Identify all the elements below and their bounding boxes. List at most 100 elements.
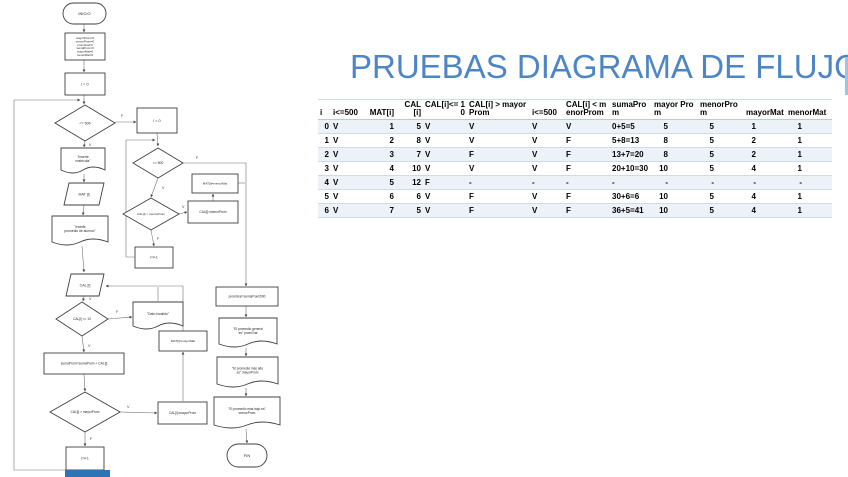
table-cell: 4 — [324, 177, 329, 187]
table-cell: 5 — [709, 163, 714, 173]
flow-edge — [150, 177, 159, 198]
flow-edge — [150, 229, 155, 247]
table-cell: V — [333, 205, 339, 215]
table-cell: - — [566, 177, 569, 187]
flow-node-doc-prom-bajo: "El promedio más bajo es"menorProm — [213, 396, 281, 429]
flow-node-inc-i-1: i=i+1 — [65, 446, 105, 471]
flow-node-label: i=i+1 — [81, 457, 89, 461]
table-cell: 7 — [389, 205, 394, 215]
flow-node-label: MAT[i]=mayorMat — [171, 339, 195, 343]
table-cell: 8 — [416, 135, 421, 145]
flow-edge — [178, 211, 188, 215]
table-cell: V — [425, 121, 431, 131]
flow-branch-label: V — [162, 186, 165, 190]
flow-branch-label: V — [182, 205, 185, 209]
flow-edge — [81, 335, 86, 353]
flow-node-set-i-0: i = 0 — [64, 72, 106, 96]
table-cell: V — [469, 163, 475, 173]
flow-branch-label: V — [88, 344, 91, 348]
table-cell: 5 — [709, 149, 714, 159]
table-cell: 4 — [751, 163, 756, 173]
table-cell: 10 — [659, 205, 668, 215]
table-cell: 4 — [751, 205, 756, 215]
table-header-cell: mayor Prom — [654, 100, 694, 118]
flow-node-doc-dato-invalido: "Dato invalido" — [132, 301, 184, 330]
table-cell: 2 — [751, 149, 756, 159]
table-header-cell: mayorMat — [746, 108, 784, 118]
flow-node-label: INICIO — [78, 11, 90, 16]
flow-branch-label: V — [89, 297, 92, 301]
accent-bar-bottom — [65, 470, 110, 477]
flow-node-inicio: INICIO — [62, 2, 107, 25]
table-cell: V — [532, 205, 538, 215]
flow-edge — [183, 162, 248, 287]
table-cell: F — [469, 149, 474, 159]
flow-node-label: promGral=sumaProm/500 — [229, 295, 266, 299]
table-cell: 5 — [324, 191, 329, 201]
table-cell: 1 — [389, 121, 394, 131]
flow-edge — [107, 315, 133, 320]
table-cell: 5 — [663, 121, 668, 131]
table-header-cell: sumaProm — [612, 100, 647, 118]
table-cell: F — [566, 163, 571, 173]
flow-node-cond-i-500-a: <= 500 — [54, 104, 116, 142]
table-cell: 1 — [751, 121, 756, 131]
table-cell: 1 — [797, 149, 802, 159]
flow-branch-label: V — [127, 405, 130, 409]
table-cell: 6 — [324, 205, 329, 215]
table-cell: 36+5=41 — [612, 205, 644, 215]
table-cell: 1 — [797, 135, 802, 145]
table-header-cell: CAL[i] < menorProm — [566, 100, 607, 118]
flow-node-label: <= 500 — [153, 161, 164, 165]
flow-branch-label: F — [116, 310, 119, 314]
table-cell: 1 — [797, 163, 802, 173]
flow-node-cond-i-500-b: <= 500 — [132, 147, 184, 179]
table-cell: 7 — [416, 149, 421, 159]
flow-branch-label: F — [157, 237, 160, 241]
table-cell: - — [799, 177, 802, 187]
page-title: PRUEBAS DIAGRAMA DE FLUJO — [350, 48, 848, 85]
flow-node-label: FIN — [244, 453, 251, 458]
table-cell: 1 — [797, 191, 802, 201]
flow-node-label: CAL[i] > mayorProm — [71, 410, 100, 414]
table-cell: V — [532, 163, 538, 173]
table-cell: V — [425, 163, 431, 173]
flow-node-label: i=i+1 — [150, 256, 158, 260]
flow-node-label: i = 0 — [153, 119, 160, 123]
table-cell: 12 — [412, 177, 421, 187]
table-cell: F — [566, 191, 571, 201]
table-cell: V — [333, 121, 339, 131]
table-cell: 0+5=5 — [612, 121, 635, 131]
flow-node-set-mayormat: MAT[i]=mayorMat — [158, 330, 208, 352]
table-header-cell: CAL[i] — [404, 100, 421, 118]
table-header-cell: MAT[i] — [369, 108, 394, 118]
flow-node-label: <= 500 — [79, 121, 90, 125]
flow-node-label: CAL [i] — [80, 283, 91, 287]
table-cell: - — [612, 177, 615, 187]
flow-node-set-menormat: MAT[i]=menorMat — [191, 173, 239, 194]
table-cell: V — [333, 191, 339, 201]
flow-node-label: CAL[i] < menorProm — [137, 212, 166, 216]
flow-node-sumaprom: sumaProm=sumaProm + CAL[i] — [43, 352, 125, 375]
table-header-cell: i<=500 — [333, 108, 358, 118]
flow-edge — [245, 428, 249, 444]
table-cell: 6 — [389, 191, 394, 201]
table-header-cell: i<=500 — [532, 108, 557, 118]
table-cell: 8 — [663, 149, 668, 159]
